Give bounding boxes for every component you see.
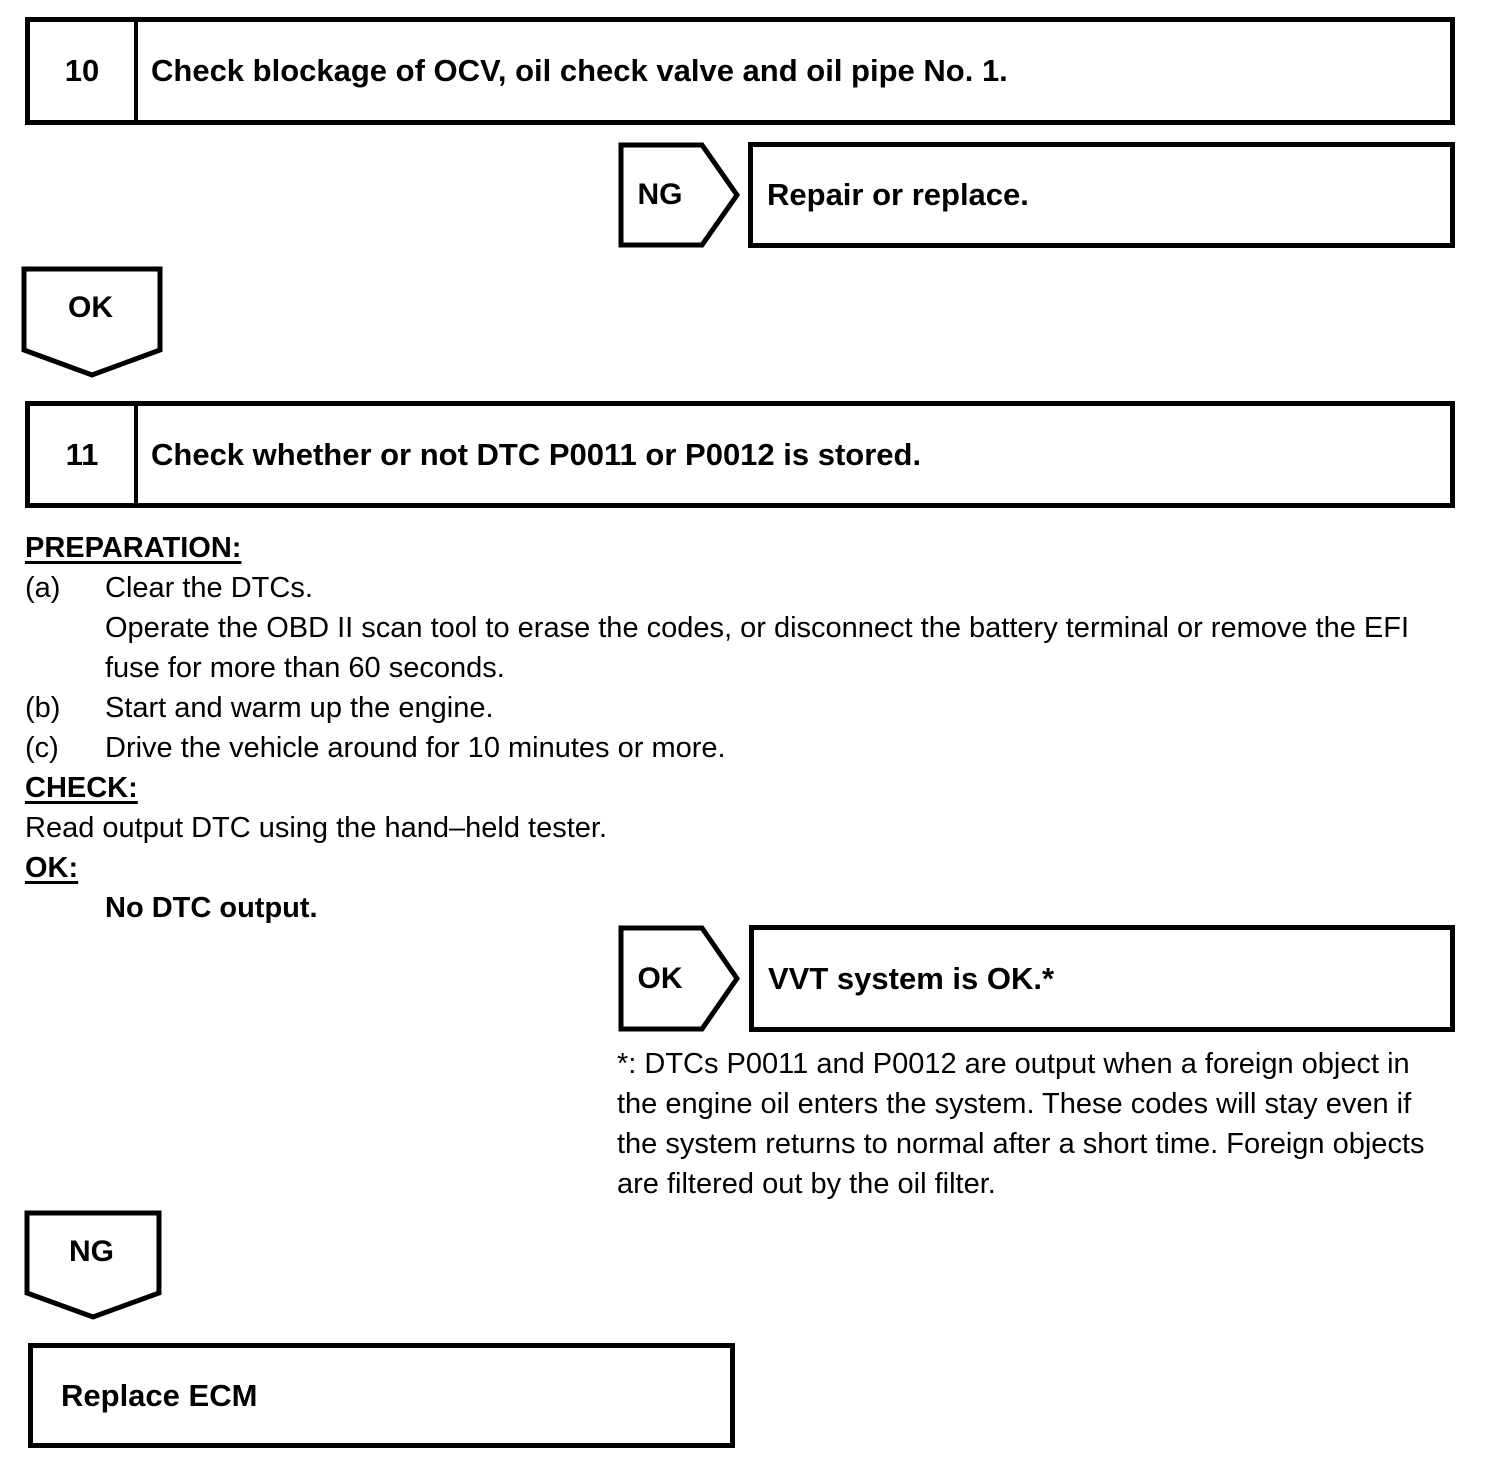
ok-branch-arrow: OK — [618, 925, 740, 1032]
step-10-box: 10 Check blockage of OCV, oil check valv… — [25, 17, 1455, 125]
prep-item-c-line-1: Drive the vehicle around for 10 minutes … — [105, 732, 726, 764]
prep-item-c-marker: (c) — [25, 732, 59, 764]
procedure-text: PREPARATION: (a) Clear the DTCs. Operate … — [25, 528, 1500, 928]
ok-body: No DTC output. — [105, 892, 318, 924]
footnote: *: DTCs P0011 and P0012 are output when … — [617, 1044, 1497, 1204]
ok-heading: OK: — [25, 852, 79, 884]
prep-item-a-line-1: Clear the DTCs. — [105, 572, 313, 604]
check-body: Read output DTC using the hand–held test… — [25, 812, 607, 844]
step-11-box: 11 Check whether or not DTC P0011 or P00… — [25, 401, 1455, 508]
step-11-number: 11 — [30, 406, 138, 503]
step-10-number: 10 — [30, 22, 138, 120]
prep-item-a-line-3: fuse for more than 60 seconds. — [105, 652, 505, 684]
check-heading: CHECK: — [25, 772, 138, 804]
prep-item-a-line-2: Operate the OBD II scan tool to erase th… — [105, 612, 1410, 644]
prep-item-b-line-1: Start and warm up the engine. — [105, 692, 494, 724]
pentagon-down-icon — [24, 1210, 162, 1320]
ng-down-label: NG — [69, 1234, 114, 1268]
ng-branch-arrow: NG — [618, 142, 740, 248]
prep-item-c: (c) Drive the vehicle around for 10 minut… — [25, 728, 1500, 768]
step-10-title: Check blockage of OCV, oil check valve a… — [151, 53, 1008, 88]
ng-branch-label: NG — [637, 178, 683, 211]
footnote-line-3: the system returns to normal after a sho… — [617, 1128, 1425, 1160]
vvt-ok-box: VVT system is OK.* — [749, 925, 1455, 1032]
pentagon-down-icon — [21, 266, 163, 378]
pentagon-right-icon — [618, 142, 740, 248]
footnote-line-1: *: DTCs P0011 and P0012 are output when … — [617, 1048, 1410, 1080]
pentagon-right-icon — [618, 925, 740, 1032]
replace-ecm-box: Replace ECM — [28, 1343, 735, 1448]
preparation-heading: PREPARATION: — [25, 532, 242, 564]
footnote-line-4: are filtered out by the oil filter. — [617, 1168, 996, 1200]
ok-down-connector: OK — [21, 266, 163, 378]
prep-item-a: (a) Clear the DTCs. — [25, 568, 1500, 608]
footnote-line-2: the engine oil enters the system. These … — [617, 1088, 1412, 1120]
ok-down-label: OK — [68, 291, 113, 324]
prep-item-b-marker: (b) — [25, 692, 61, 724]
repair-or-replace-box: Repair or replace. — [748, 142, 1455, 248]
prep-item-b: (b) Start and warm up the engine. — [25, 688, 1500, 728]
prep-item-a-marker: (a) — [25, 572, 61, 604]
ok-branch-label: OK — [637, 961, 683, 995]
ng-down-connector: NG — [24, 1210, 162, 1320]
step-11-title: Check whether or not DTC P0011 or P0012 … — [151, 436, 922, 472]
